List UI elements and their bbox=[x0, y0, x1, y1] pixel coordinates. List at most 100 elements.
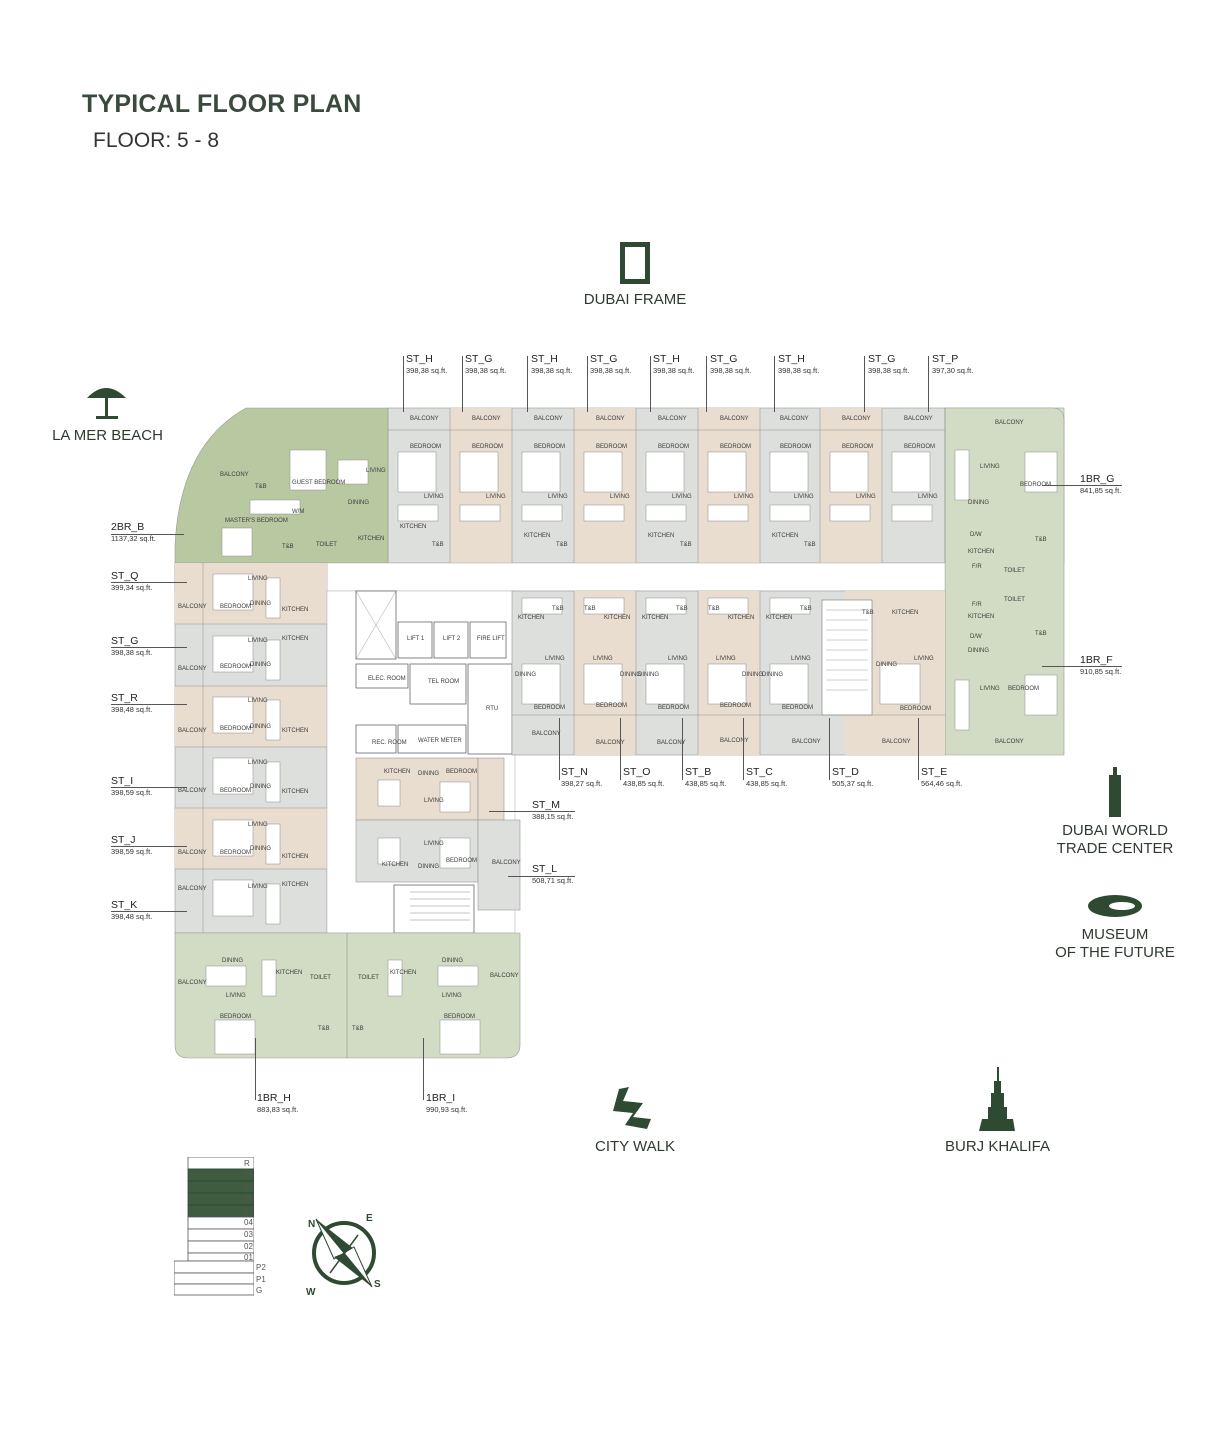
tb-label: T&B bbox=[804, 542, 816, 548]
dwtc-landmark: DUBAI WORLD TRADE CENTER bbox=[1045, 765, 1185, 858]
living-label: LIVING bbox=[716, 656, 736, 662]
bedroom-label: BEDROOM bbox=[410, 444, 441, 450]
living-label: LIVING bbox=[248, 576, 268, 582]
rtu-label: RTU bbox=[486, 706, 498, 712]
kitchen-label: KITCHEN bbox=[276, 970, 302, 976]
dining-label: DINING bbox=[876, 662, 897, 668]
1br-lower-units bbox=[174, 932, 521, 1059]
water-meter-label: WATER METER bbox=[418, 738, 462, 744]
balcony-label: BALCONY bbox=[904, 416, 933, 422]
unit-area: 438,85 sq.ft. bbox=[685, 779, 727, 788]
unit-area: 398,38 sq.ft. bbox=[465, 366, 507, 375]
kitchen-label: KITCHEN bbox=[648, 533, 674, 539]
dining-label: DINING bbox=[638, 672, 659, 678]
kitchen-label: KITCHEN bbox=[604, 615, 630, 621]
living-label: LIVING bbox=[366, 468, 386, 474]
balcony-label: BALCONY bbox=[995, 739, 1024, 745]
balcony-label: BALCONY bbox=[178, 728, 207, 734]
unit-area: 505,37 sq.ft. bbox=[832, 779, 874, 788]
bedroom-label: BEDROOM bbox=[220, 850, 251, 856]
dining-label: DINING bbox=[442, 958, 463, 964]
floor-label: G bbox=[256, 1286, 263, 1295]
kitchen-label: KITCHEN bbox=[728, 615, 754, 621]
unit-area: 990,93 sq.ft. bbox=[426, 1105, 468, 1114]
bedroom-label: BEDROOM bbox=[596, 703, 627, 709]
floor-label: 05 bbox=[244, 1207, 253, 1216]
unit-area: 398,38 sq.ft. bbox=[406, 366, 448, 375]
city-walk-label: CITY WALK bbox=[594, 1138, 676, 1155]
museum-label-1: MUSEUM bbox=[1081, 926, 1149, 943]
floor-label: 04 bbox=[244, 1218, 253, 1227]
unit-code: ST_N bbox=[561, 766, 588, 778]
living-label: LIVING bbox=[248, 884, 268, 890]
bedroom-label: BEDROOM bbox=[842, 444, 873, 450]
unit-code: ST_G bbox=[590, 353, 618, 365]
balcony-label: BALCONY bbox=[720, 416, 749, 422]
dw-label: D/W bbox=[970, 634, 982, 640]
balcony-label: BALCONY bbox=[658, 416, 687, 422]
living-label: LIVING bbox=[248, 698, 268, 704]
living-label: LIVING bbox=[918, 494, 938, 500]
balcony-label: BALCONY bbox=[780, 416, 809, 422]
leader-line bbox=[462, 356, 463, 412]
unit-area: 398,38 sq.ft. bbox=[590, 366, 632, 375]
unit-code: ST_G bbox=[710, 353, 738, 365]
living-label: LIVING bbox=[593, 656, 613, 662]
unit-code: ST_J bbox=[111, 834, 136, 846]
building-stack-graphic bbox=[174, 1157, 254, 1296]
balcony-label: BALCONY bbox=[178, 788, 207, 794]
unit-code: ST_D bbox=[832, 766, 859, 778]
living-label: LIVING bbox=[248, 760, 268, 766]
dubai-frame-landmark: DUBAI FRAME bbox=[570, 240, 700, 309]
living-label: LIVING bbox=[548, 494, 568, 500]
living-label: LIVING bbox=[424, 798, 444, 804]
living-label: LIVING bbox=[734, 494, 754, 500]
leader-line bbox=[682, 718, 683, 780]
unit-area: 397,30 sq.ft. bbox=[932, 366, 974, 375]
leader-line bbox=[111, 704, 187, 705]
compass-icon: N E S W bbox=[306, 1213, 381, 1298]
floor-stack: R 08 07 06 05 04 03 02 01 P2 P1 G bbox=[174, 1157, 274, 1297]
dwtc-label-1: DUBAI WORLD bbox=[1062, 822, 1168, 839]
kitchen-label: KITCHEN bbox=[282, 728, 308, 734]
burj-khalifa-icon bbox=[979, 1067, 1015, 1131]
unit-area: 399,34 sq.ft. bbox=[111, 583, 153, 592]
dining-label: DINING bbox=[250, 784, 271, 790]
unit-code: ST_P bbox=[932, 353, 959, 365]
living-label: LIVING bbox=[980, 686, 1000, 692]
tb-label: T&B bbox=[318, 1026, 330, 1032]
leader-line bbox=[489, 811, 575, 812]
balcony-label: BALCONY bbox=[720, 738, 749, 744]
kitchen-label: KITCHEN bbox=[282, 882, 308, 888]
dining-label: DINING bbox=[968, 500, 989, 506]
living-label: LIVING bbox=[668, 656, 688, 662]
dining-label: DINING bbox=[250, 601, 271, 607]
leader-line bbox=[111, 534, 184, 535]
kitchen-label: KITCHEN bbox=[772, 533, 798, 539]
unit-code: 2BR_B bbox=[111, 521, 145, 533]
balcony-label: BALCONY bbox=[220, 472, 249, 478]
kitchen-label: KITCHEN bbox=[282, 854, 308, 860]
dining-label: DINING bbox=[762, 672, 783, 678]
unit-code: ST_O bbox=[623, 766, 651, 778]
floor-range: FLOOR: 5 - 8 bbox=[93, 129, 220, 152]
living-label: LIVING bbox=[486, 494, 506, 500]
living-label: LIVING bbox=[672, 494, 692, 500]
tb-label: T&B bbox=[862, 610, 874, 616]
living-label: LIVING bbox=[248, 638, 268, 644]
balcony-label: BALCONY bbox=[492, 860, 521, 866]
kitchen-label: KITCHEN bbox=[518, 615, 544, 621]
kitchen-label: KITCHEN bbox=[282, 636, 308, 642]
tb-label: T&B bbox=[282, 544, 294, 550]
living-label: LIVING bbox=[248, 822, 268, 828]
kitchen-label: KITCHEN bbox=[358, 536, 384, 542]
dining-label: DINING bbox=[250, 724, 271, 730]
compass-n: N bbox=[308, 1219, 315, 1230]
